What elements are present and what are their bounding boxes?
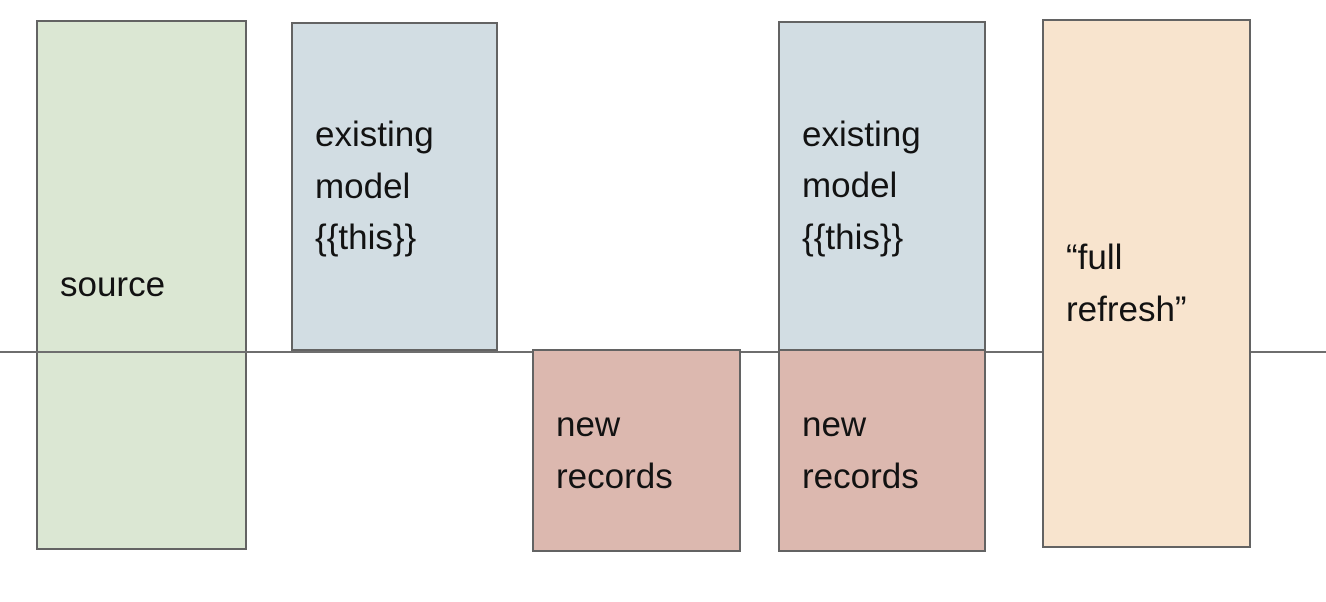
box-existing-model-right-label: existing model {{this}}: [802, 114, 921, 257]
box-new-records-left: new records: [532, 349, 741, 552]
box-full-refresh: “full refresh”: [1042, 19, 1251, 548]
box-source-label: source: [60, 265, 166, 305]
box-new-records-right: new records: [778, 349, 986, 552]
box-existing-model-left-label: existing model {{this}}: [315, 115, 434, 258]
box-full-refresh-label: “full refresh”: [1066, 238, 1187, 329]
box-new-records-left-label: new records: [556, 405, 673, 496]
box-existing-model-left: existing model {{this}}: [291, 22, 498, 351]
box-new-records-right-label: new records: [802, 405, 919, 496]
box-source: source: [36, 20, 247, 550]
box-existing-model-right: existing model {{this}}: [778, 21, 986, 351]
